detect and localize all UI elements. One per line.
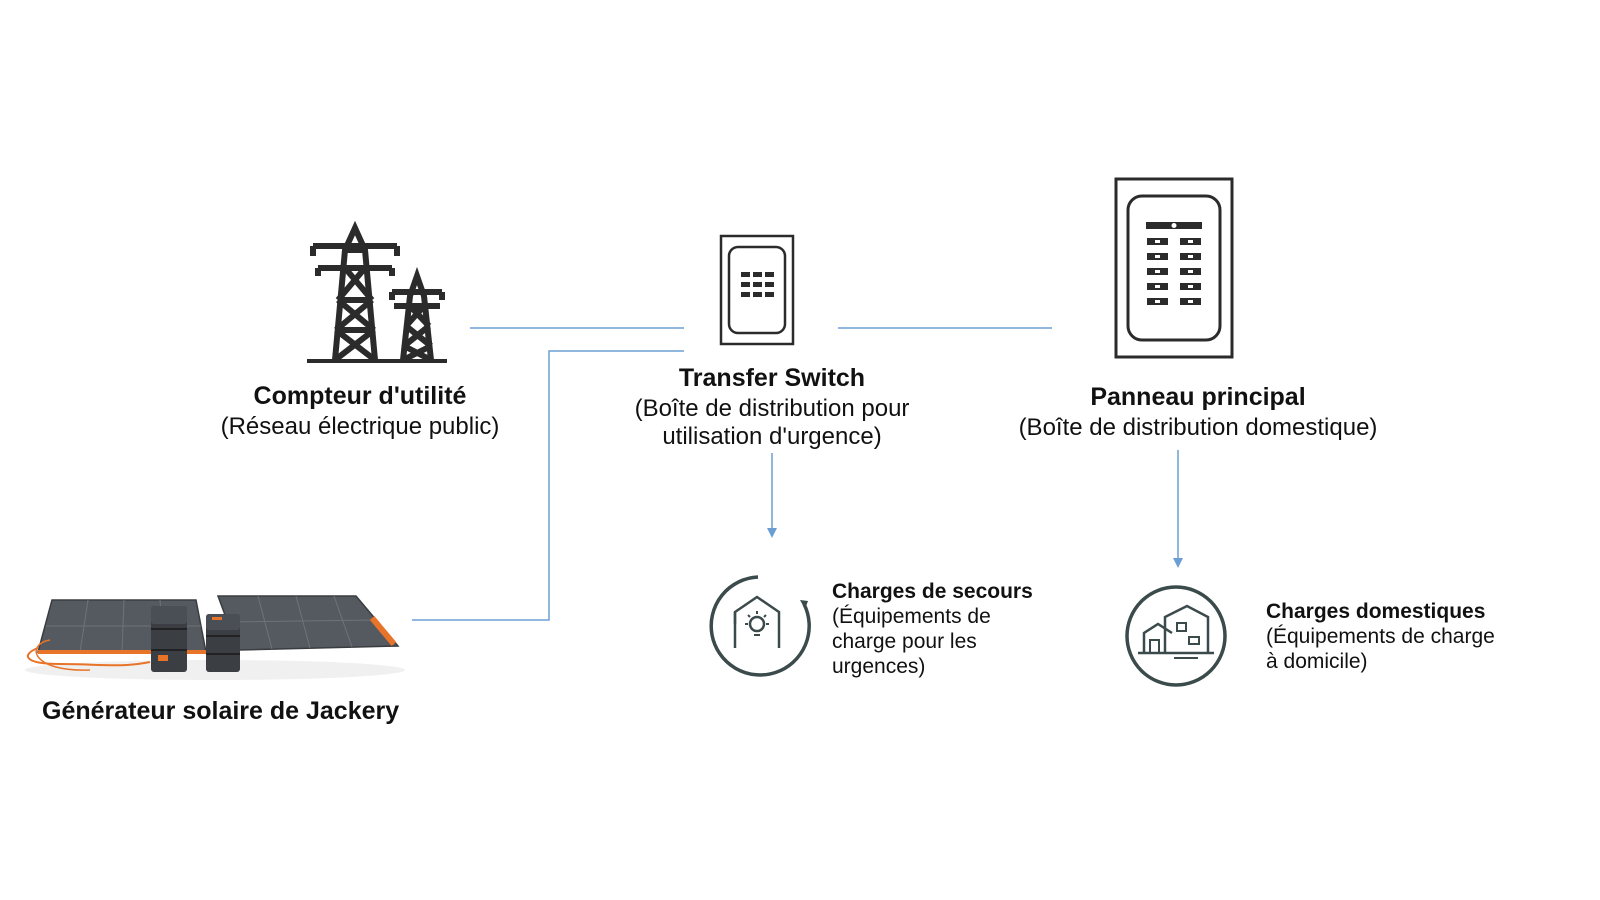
- backup-title: Charges de secours: [832, 580, 1033, 603]
- solar-generator-image: [25, 595, 405, 680]
- transfer-switch-box-icon: [719, 234, 795, 346]
- backup-line2: charge pour les: [832, 630, 977, 653]
- arrowhead-domestic: [1173, 558, 1183, 568]
- connectors: [412, 327, 1179, 621]
- power-tower-icon: [307, 220, 447, 363]
- connector-generator-transfer: [412, 350, 684, 621]
- utility-label: Compteur d'utilité (Réseau électrique pu…: [200, 382, 520, 441]
- backup-label: Charges de secours (Équipements de charg…: [832, 580, 1072, 679]
- domestic-title: Charges domestiques: [1266, 600, 1486, 623]
- backup-line1: (Équipements de: [832, 605, 991, 628]
- domestic-label: Charges domestiques (Équipements de char…: [1266, 600, 1566, 674]
- transfer-subtitle-line1: (Boîte de distribution pour: [634, 395, 910, 422]
- utility-subtitle: (Réseau électrique public): [220, 413, 500, 440]
- transfer-label: Transfer Switch (Boîte de distribution p…: [602, 364, 942, 451]
- arrowhead-backup: [767, 528, 777, 538]
- houses-icon: [1125, 585, 1227, 687]
- panel-subtitle: (Boîte de distribution domestique): [1018, 414, 1378, 441]
- panel-title: Panneau principal: [1090, 383, 1306, 411]
- domestic-line2: à domicile): [1266, 650, 1368, 673]
- main-panel-icon: [1114, 177, 1234, 359]
- domestic-line1: (Équipements de charge: [1266, 625, 1495, 648]
- transfer-title: Transfer Switch: [678, 364, 866, 392]
- generator-title: Générateur solaire de Jackery: [42, 697, 400, 725]
- backup-line3: urgences): [832, 655, 926, 678]
- emergency-home-icon: [709, 575, 811, 677]
- generator-label: Générateur solaire de Jackery: [42, 697, 462, 726]
- panel-label: Panneau principal (Boîte de distribution…: [978, 383, 1418, 442]
- utility-title: Compteur d'utilité: [253, 382, 467, 410]
- transfer-subtitle-line2: utilisation d'urgence): [662, 423, 882, 450]
